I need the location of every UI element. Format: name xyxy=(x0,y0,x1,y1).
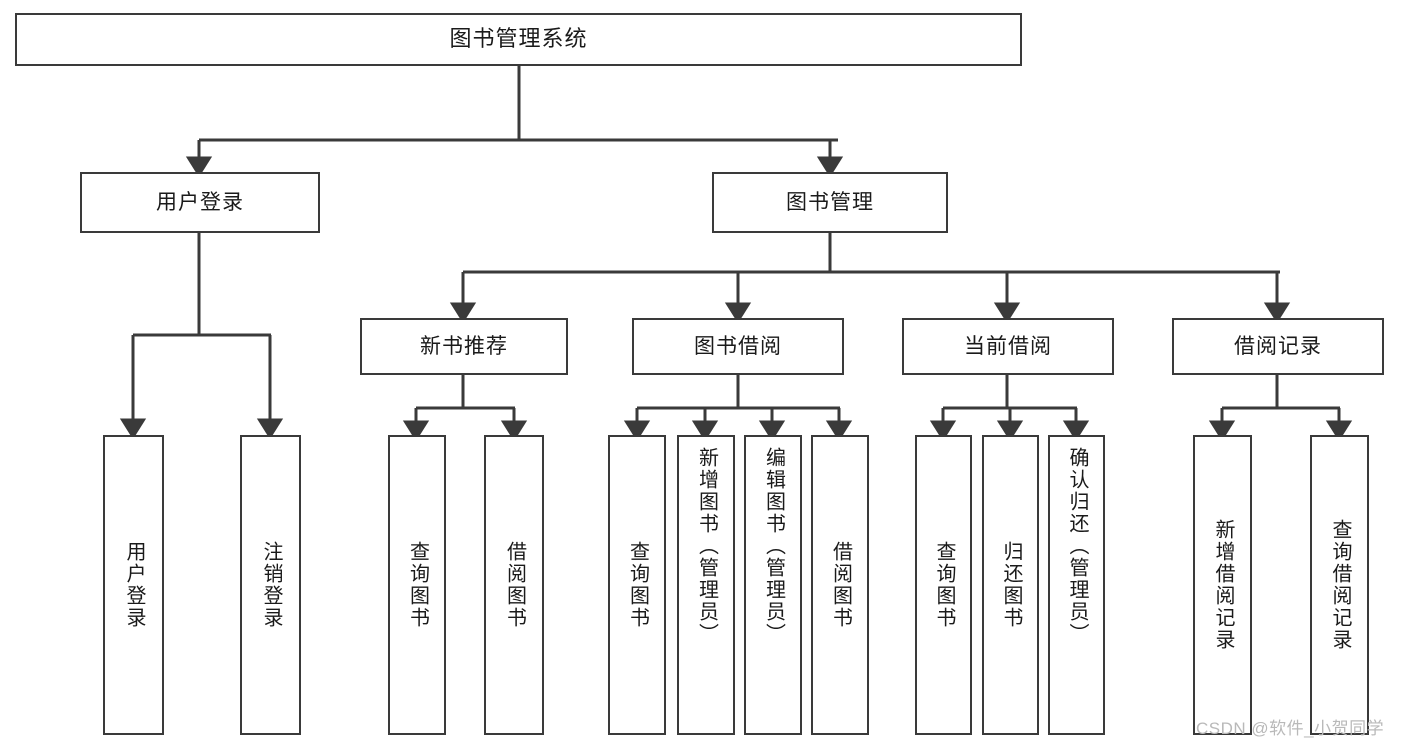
node-leaf-user-login[interactable]: 用户登录 xyxy=(103,435,164,735)
node-leaf-query-book-1[interactable]: 查询图书 xyxy=(388,435,446,735)
node-current-borrow[interactable]: 当前借阅 xyxy=(902,318,1114,375)
node-borrow-record[interactable]: 借阅记录 xyxy=(1172,318,1384,375)
node-leaf-return-book[interactable]: 归还图书 xyxy=(982,435,1039,735)
csdn-watermark: CSDN @软件_小贺同学 xyxy=(1196,719,1385,738)
node-leaf-borrow-book-2[interactable]: 借阅图书 xyxy=(811,435,869,735)
node-user-login[interactable]: 用户登录 xyxy=(80,172,320,233)
node-leaf-edit-book-admin[interactable]: 编辑图书（管理员） xyxy=(744,435,802,735)
node-book-borrow[interactable]: 图书借阅 xyxy=(632,318,844,375)
node-leaf-query-book-2[interactable]: 查询图书 xyxy=(608,435,666,735)
node-book-manage[interactable]: 图书管理 xyxy=(712,172,948,233)
node-leaf-logout[interactable]: 注销登录 xyxy=(240,435,301,735)
node-leaf-add-book-admin[interactable]: 新增图书（管理员） xyxy=(677,435,735,735)
node-leaf-query-borrow-record[interactable]: 查询借阅记录 xyxy=(1310,435,1369,735)
node-leaf-add-borrow-record[interactable]: 新增借阅记录 xyxy=(1193,435,1252,735)
node-leaf-borrow-book-1[interactable]: 借阅图书 xyxy=(484,435,544,735)
node-leaf-query-book-3[interactable]: 查询图书 xyxy=(915,435,972,735)
node-new-book-recommend[interactable]: 新书推荐 xyxy=(360,318,568,375)
node-root[interactable]: 图书管理系统 xyxy=(15,13,1022,66)
node-leaf-confirm-return-admin[interactable]: 确认归还（管理员） xyxy=(1048,435,1105,735)
